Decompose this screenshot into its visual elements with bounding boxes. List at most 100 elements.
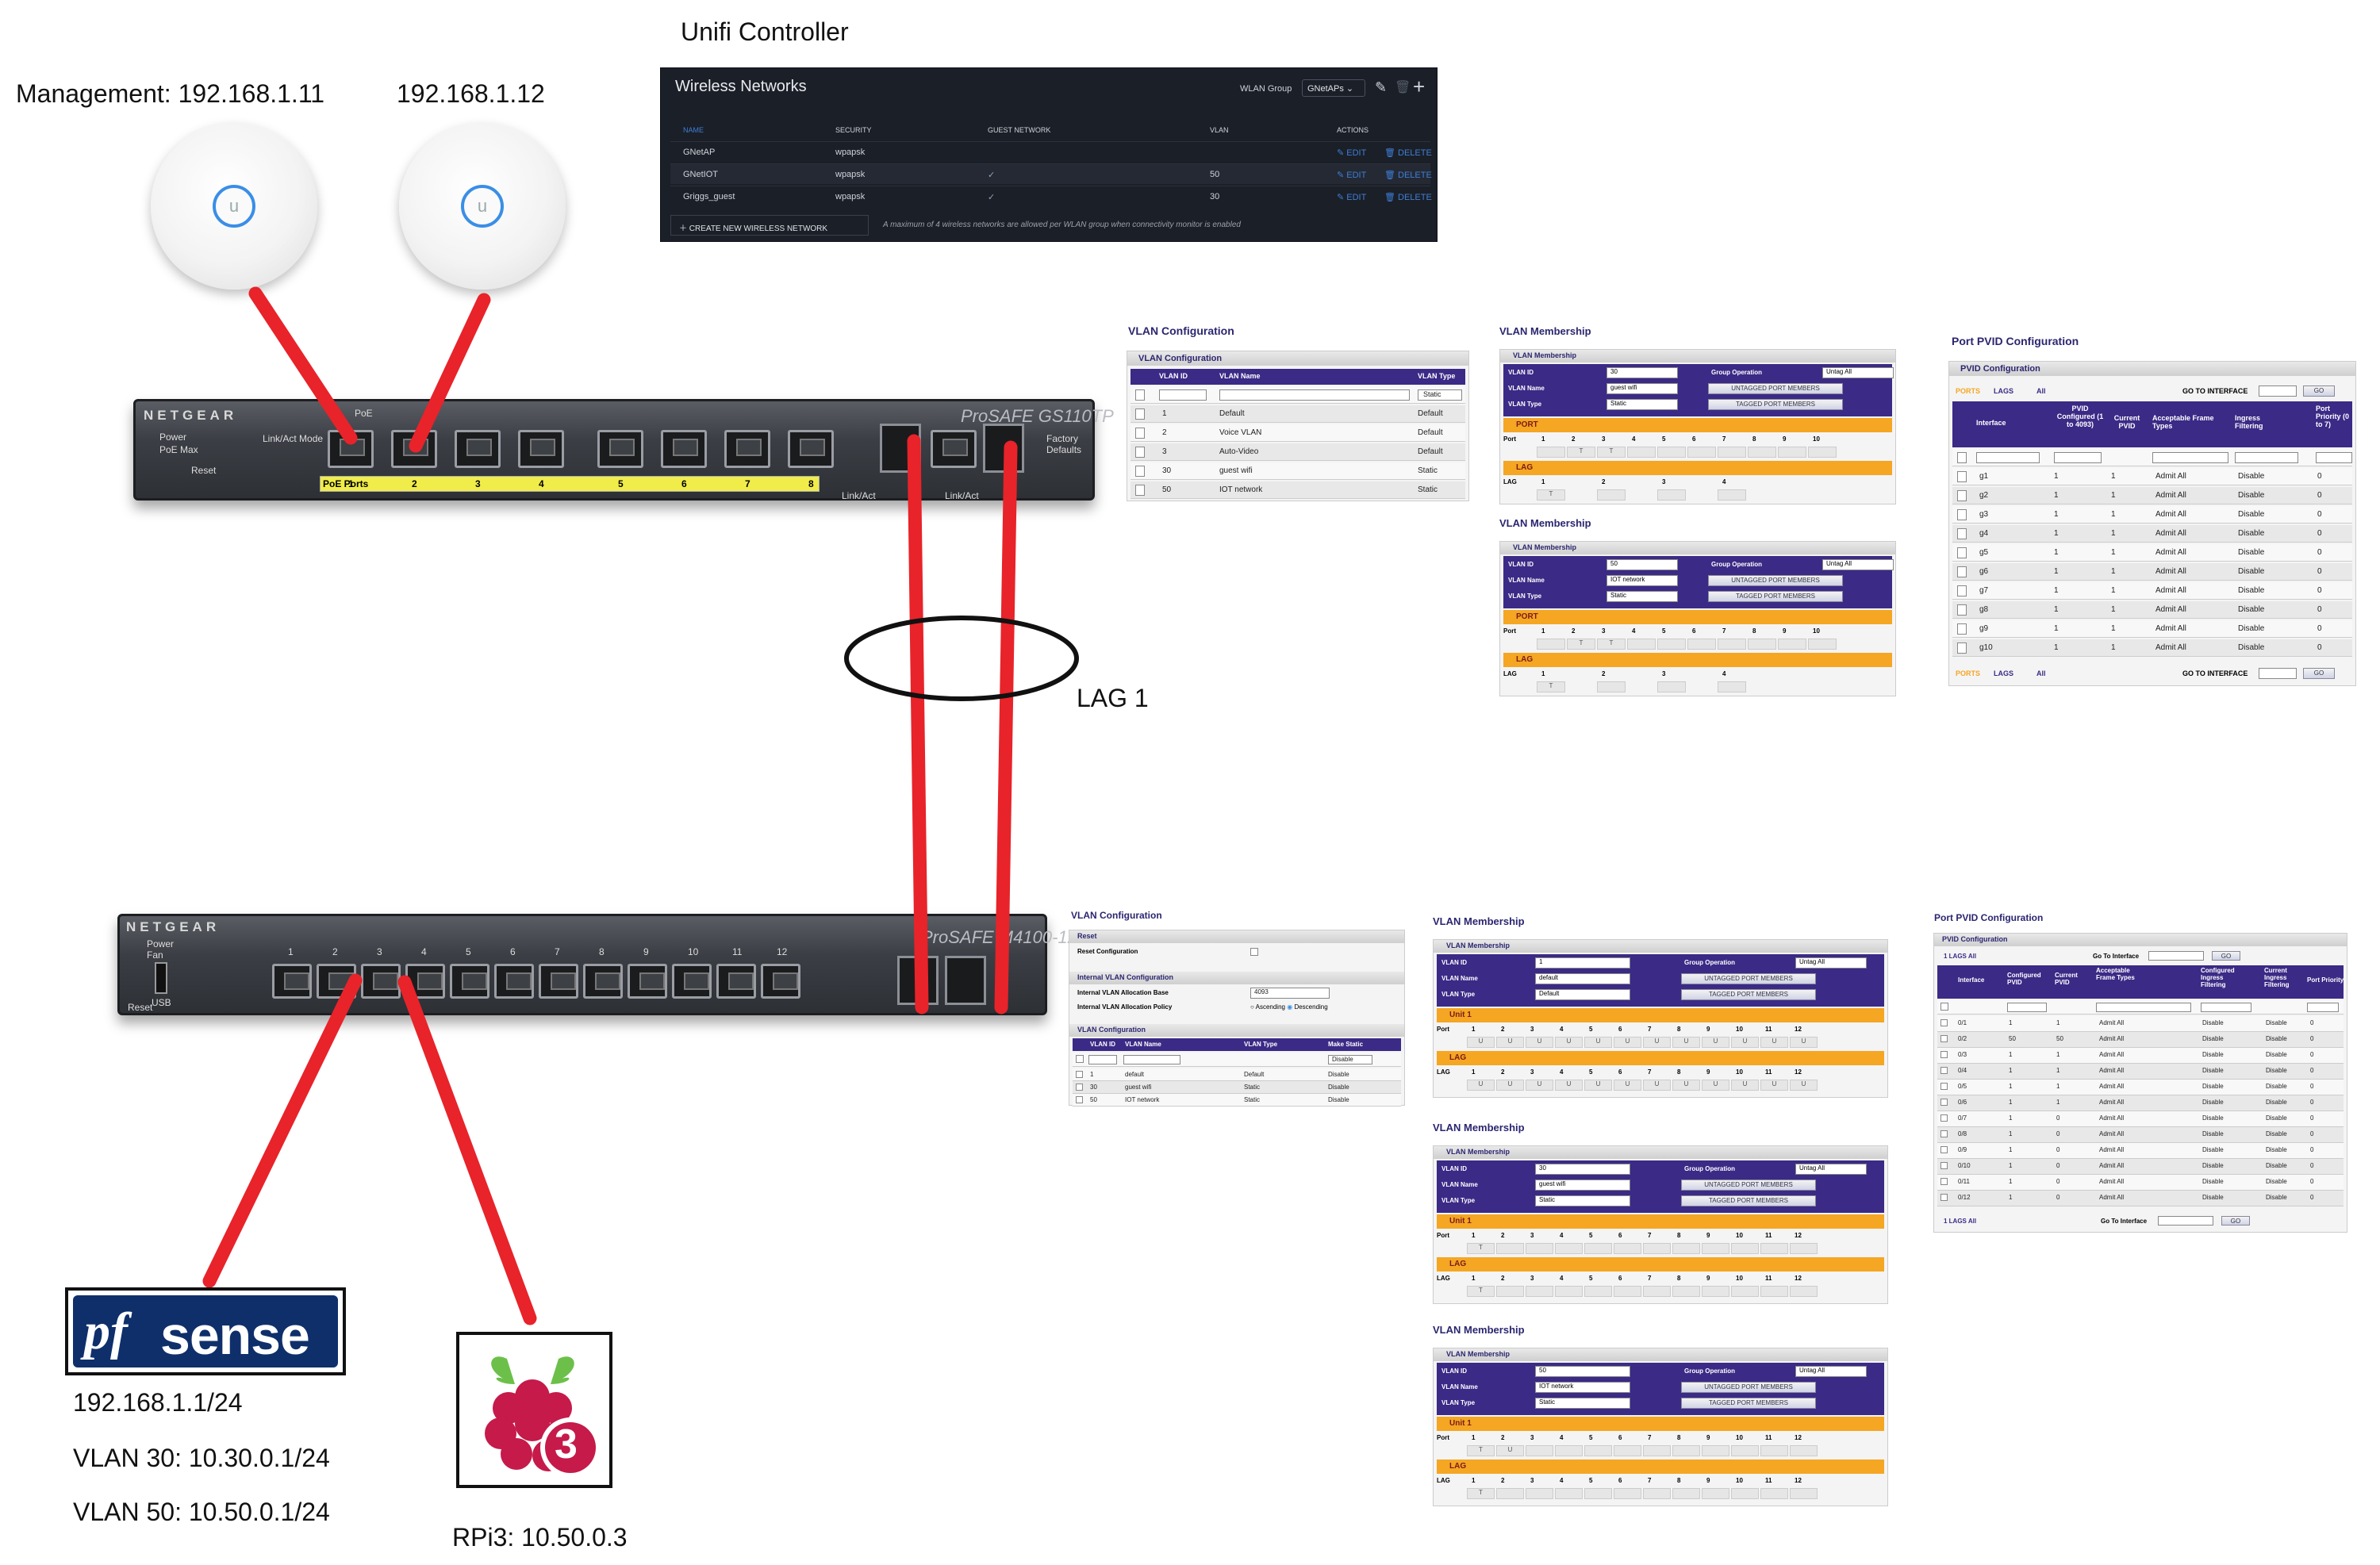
lag-member-cell[interactable]: T (1467, 1488, 1495, 1499)
select-checkbox[interactable] (1940, 1114, 1948, 1122)
lag-member-cell[interactable] (1672, 1286, 1700, 1297)
vlan-id-input[interactable] (1088, 1055, 1117, 1064)
port-member-cell[interactable] (1808, 639, 1837, 650)
lag-member-cell[interactable]: T (1467, 1286, 1495, 1297)
lags-tab-bottom[interactable]: LAGS (1994, 669, 2014, 677)
lag-member-cell[interactable] (1790, 1286, 1818, 1297)
lag-member-cell[interactable] (1496, 1488, 1524, 1499)
select-checkbox[interactable] (1940, 1162, 1948, 1169)
rj45-port-6[interactable] (661, 430, 707, 468)
rj45-port-9[interactable] (628, 964, 667, 999)
group-operation-select[interactable]: Untag All (1822, 559, 1894, 570)
all-tab-bottom[interactable]: All (2036, 669, 2046, 677)
port-member-cell[interactable] (1526, 1445, 1553, 1456)
lag-member-cell[interactable] (1555, 1488, 1583, 1499)
port-member-cell[interactable]: U (1614, 1037, 1641, 1048)
untagged-members-button[interactable]: UNTAGGED PORT MEMBERS (1681, 1382, 1816, 1393)
lag-member-cell[interactable] (1555, 1286, 1583, 1297)
select-checkbox[interactable] (1957, 452, 1967, 463)
setting-value[interactable]: 50 (1535, 1366, 1630, 1377)
m4-go-button[interactable]: GO (2212, 951, 2240, 961)
lag-member-cell[interactable] (1790, 1488, 1818, 1499)
select-checkbox[interactable] (1957, 528, 1967, 539)
port-section-head[interactable]: Unit 1 (1437, 1417, 1884, 1431)
vlan-name-input[interactable] (1219, 389, 1410, 401)
lag-section-head[interactable]: LAG (1437, 1051, 1884, 1065)
setting-value[interactable]: guest wifi (1606, 383, 1678, 394)
lag-member-cell[interactable] (1526, 1286, 1553, 1297)
port-member-cell[interactable] (1496, 1243, 1524, 1254)
lags-tab[interactable]: LAGS (1994, 387, 2014, 395)
delete-button[interactable]: 🗑 DELETE (1384, 192, 1432, 202)
lag-member-cell[interactable] (1597, 489, 1626, 501)
port-member-cell[interactable] (1657, 639, 1686, 650)
tagged-members-button[interactable]: TAGGED PORT MEMBERS (1708, 591, 1843, 602)
setting-value[interactable]: 1 (1535, 957, 1630, 969)
select-checkbox[interactable] (1940, 1067, 1948, 1074)
interface-input[interactable] (1976, 452, 2040, 463)
port-member-cell[interactable]: T (1467, 1445, 1495, 1456)
port-member-cell[interactable] (1778, 447, 1806, 458)
port-member-cell[interactable] (1672, 1243, 1700, 1254)
port-member-cell[interactable]: U (1731, 1037, 1759, 1048)
setting-value[interactable]: IOT network (1606, 575, 1678, 586)
select-checkbox[interactable] (1957, 566, 1967, 577)
reset-checkbox[interactable] (1250, 948, 1258, 956)
select-checkbox[interactable] (1940, 1019, 1948, 1026)
port-member-cell[interactable]: U (1643, 1037, 1671, 1048)
select-checkbox[interactable] (1135, 447, 1145, 458)
edit-button[interactable]: ✎ EDIT (1337, 192, 1366, 202)
m4-go-button-bottom[interactable]: GO (2221, 1216, 2250, 1226)
usb-port[interactable] (155, 962, 167, 994)
rj45-port-11[interactable] (716, 964, 756, 999)
port-section-head[interactable]: PORT (1503, 418, 1892, 432)
port-member-cell[interactable]: T (1597, 639, 1626, 650)
rj45-port-8[interactable] (788, 430, 834, 468)
select-checkbox[interactable] (1957, 547, 1967, 558)
port-member-cell[interactable] (1731, 1445, 1759, 1456)
create-network-button[interactable]: ＋ CREATE NEW WIRELESS NETWORK (670, 215, 869, 236)
lag-member-cell[interactable]: U (1760, 1080, 1788, 1091)
port-member-cell[interactable]: U (1760, 1037, 1788, 1048)
vlan-name-input[interactable] (1123, 1055, 1180, 1064)
lag-section-head[interactable]: LAG (1503, 461, 1892, 475)
port-member-cell[interactable]: T (1467, 1243, 1495, 1254)
rj45-port-4[interactable] (518, 430, 564, 468)
lag-member-cell[interactable] (1657, 489, 1686, 501)
port-member-cell[interactable] (1614, 1243, 1641, 1254)
untagged-members-button[interactable]: UNTAGGED PORT MEMBERS (1681, 1180, 1816, 1191)
port-member-cell[interactable] (1526, 1243, 1553, 1254)
lag-member-cell[interactable] (1718, 489, 1746, 501)
lag-member-cell[interactable]: U (1614, 1080, 1641, 1091)
select-checkbox[interactable] (1940, 1035, 1948, 1042)
select-checkbox[interactable] (1135, 466, 1145, 477)
ingress-select[interactable] (2235, 452, 2298, 463)
rj45-port-7[interactable] (724, 430, 770, 468)
select-checkbox[interactable] (1940, 1146, 1948, 1153)
lag-member-cell[interactable]: U (1731, 1080, 1759, 1091)
lag-member-cell[interactable]: U (1467, 1080, 1495, 1091)
port-member-cell[interactable] (1748, 639, 1776, 650)
lag-member-cell[interactable] (1672, 1488, 1700, 1499)
lag-member-cell[interactable]: U (1584, 1080, 1612, 1091)
rj45-port-5[interactable] (450, 964, 489, 999)
select-checkbox[interactable] (1076, 1096, 1083, 1103)
select-checkbox[interactable] (1957, 623, 1967, 635)
priority-input[interactable] (2307, 1003, 2339, 1012)
ascending-radio[interactable]: ○ Ascending ◉ Descending (1250, 1003, 1328, 1011)
lag-member-cell[interactable] (1702, 1488, 1729, 1499)
